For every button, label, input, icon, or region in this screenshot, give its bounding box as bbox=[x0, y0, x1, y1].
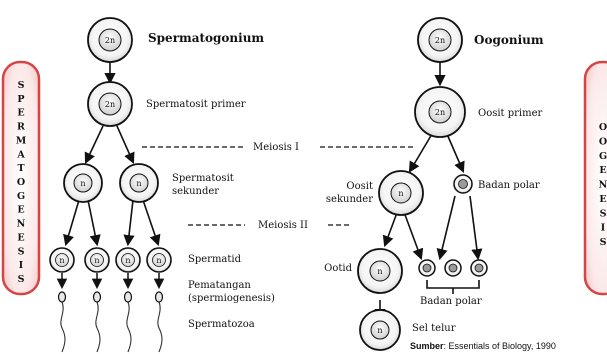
spermatid-nucleus-label: n bbox=[94, 256, 99, 265]
spermatid-cell: n bbox=[115, 247, 141, 273]
spermatozoon bbox=[57, 291, 67, 353]
source-label: Sumber bbox=[410, 341, 444, 351]
spermatozoon bbox=[154, 291, 164, 353]
ootid-cell: n bbox=[357, 248, 403, 294]
ootid-label: Ootid bbox=[324, 263, 352, 274]
spermatogenesis-arrows bbox=[63, 60, 161, 247]
vertical-letter: P bbox=[17, 94, 24, 105]
vertical-letter: G bbox=[599, 151, 607, 162]
vertical-letter: E bbox=[599, 194, 606, 205]
badan-polar-cell bbox=[453, 174, 473, 194]
polar-bodies-row bbox=[418, 259, 488, 277]
oosit-sekunder-nucleus-label: n bbox=[398, 189, 403, 198]
vertical-letter: S bbox=[18, 246, 25, 257]
spermatogonium-cell: 2n bbox=[87, 17, 133, 63]
vertical-letter: S bbox=[18, 274, 25, 285]
spermatosit-sekunder-label-line1: Spermatosit bbox=[172, 173, 234, 184]
spermatosit-sekunder-cell-1: n bbox=[63, 163, 103, 203]
oosit-sekunder-label-line1: Oosit bbox=[346, 181, 373, 192]
sel-telur-cell: n bbox=[359, 309, 401, 351]
oosit-sekunder-cell: n bbox=[378, 170, 424, 216]
source-text: : Essentials of Biology, 1990 bbox=[444, 341, 556, 351]
vertical-letter: R bbox=[17, 122, 25, 133]
spermatid-cell: n bbox=[49, 247, 75, 273]
badan-polar-label-2: Badan polar bbox=[420, 296, 482, 307]
vertical-letter: I bbox=[19, 260, 24, 271]
spermatosit-primer-label: Spermatosit primer bbox=[146, 99, 246, 110]
spermatogonium-title: Spermatogonium bbox=[148, 31, 264, 45]
badan-polar-label: Badan polar bbox=[478, 180, 540, 191]
vertical-letter: M bbox=[16, 135, 27, 146]
vertical-letter: E bbox=[17, 205, 24, 216]
oogonium-nucleus-label: 2n bbox=[435, 36, 445, 45]
vertical-letter: G bbox=[17, 191, 25, 202]
pematangan-label-line2: (spermiogenesis) bbox=[188, 293, 275, 304]
meiosis-lines bbox=[142, 146, 415, 226]
vertical-letter: O bbox=[599, 122, 607, 133]
pematangan-label-line1: Pematangan bbox=[188, 280, 251, 291]
vertical-letter: E bbox=[17, 232, 24, 243]
oosit-primer-label: Oosit primer bbox=[478, 108, 543, 119]
spermatogonium-nucleus-label: 2n bbox=[105, 36, 115, 45]
vertical-letter: S bbox=[18, 80, 25, 91]
spermatozoa-label: Spermatozoa bbox=[188, 319, 255, 330]
vertical-letter: S bbox=[600, 237, 607, 248]
oosit-primer-cell: 2n bbox=[414, 86, 466, 138]
spermatid-nucleus-label: n bbox=[59, 256, 64, 265]
spermatid-label: Spermatid bbox=[188, 254, 242, 265]
vertical-letter: A bbox=[16, 149, 25, 160]
polar-body bbox=[444, 259, 462, 277]
spermatid-nucleus-label: n bbox=[156, 256, 161, 265]
meiosis-ii-label: Meiosis II bbox=[258, 220, 308, 231]
oosit-primer-nucleus-label: 2n bbox=[435, 108, 445, 117]
vertical-letter: O bbox=[599, 136, 607, 147]
polar-body bbox=[418, 259, 436, 277]
spermatid-cell: n bbox=[146, 247, 172, 273]
spermatid-nucleus-label: n bbox=[125, 256, 130, 265]
source-caption: Sumber: Essentials of Biology, 1990 bbox=[410, 341, 556, 351]
spermatid-cell: n bbox=[84, 247, 110, 273]
vertical-letter: O bbox=[17, 177, 25, 188]
spermatosit-primer-cell: 2n bbox=[87, 81, 133, 127]
spermatozoon bbox=[123, 291, 133, 353]
oosit-sekunder-label-line2: sekunder bbox=[326, 194, 373, 205]
vertical-letter: N bbox=[599, 180, 607, 191]
vertical-letter: N bbox=[17, 219, 26, 230]
vertical-letter: T bbox=[17, 163, 24, 174]
oogenesis-arrows bbox=[374, 60, 483, 321]
oogonium-title: Oogonium bbox=[474, 33, 544, 47]
sel-telur-label: Sel telur bbox=[412, 323, 456, 334]
vertical-letter: E bbox=[17, 108, 24, 119]
spermatosit-sekunder-label-line2: sekunder bbox=[172, 186, 219, 197]
sel-telur-nucleus-label: n bbox=[377, 326, 382, 335]
vertical-letter: E bbox=[599, 165, 606, 176]
oogonium-cell: 2n bbox=[417, 17, 463, 63]
vertical-letter: S bbox=[600, 208, 607, 219]
sekunder-nucleus-label-1: n bbox=[80, 179, 85, 188]
ootid-nucleus-label: n bbox=[377, 267, 382, 276]
spermatozoa-row bbox=[57, 291, 164, 353]
spermatosit-sekunder-cell-2: n bbox=[119, 163, 159, 203]
spermatozoon bbox=[92, 291, 102, 353]
sekunder-nucleus-label-2: n bbox=[136, 179, 141, 188]
spermatosit-primer-nucleus-label: 2n bbox=[105, 100, 115, 109]
polar-body bbox=[470, 259, 488, 277]
vertical-letter: I bbox=[601, 223, 606, 234]
meiosis-i-label: Meiosis I bbox=[253, 142, 299, 153]
